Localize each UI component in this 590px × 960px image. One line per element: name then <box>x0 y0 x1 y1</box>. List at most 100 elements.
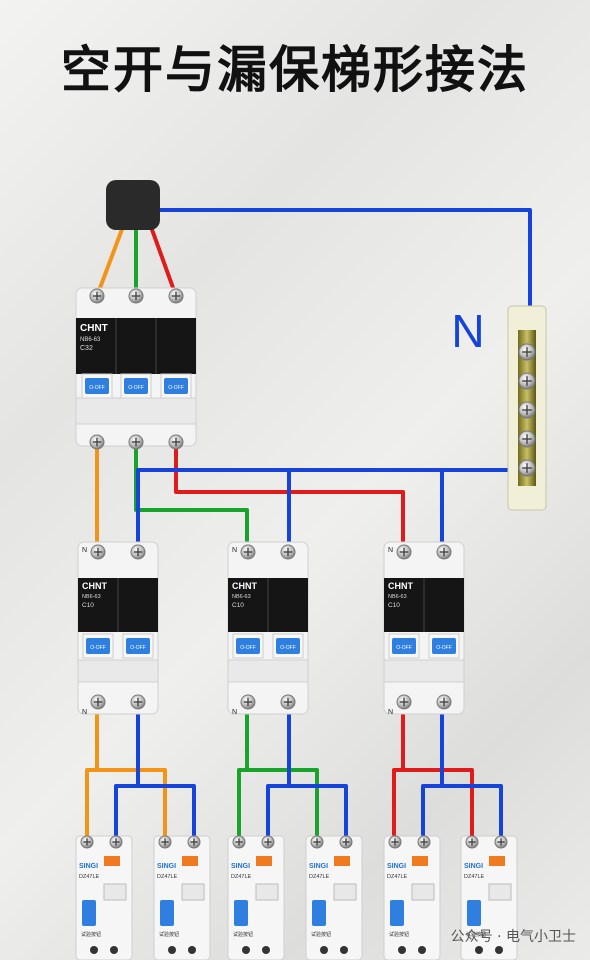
rcd-test-button-label: 试验按钮 <box>311 931 331 938</box>
red-feed-wire <box>148 223 178 297</box>
watermark-text: 公众号 · 电气小卫士 <box>450 929 576 945</box>
neutral-label: N <box>451 305 484 357</box>
rcd-model: DZ47LE <box>309 874 330 880</box>
terminal-icon <box>495 946 503 954</box>
rcd-toggle <box>82 900 96 926</box>
toggle-label: O-OFF <box>130 645 146 651</box>
page-title: 空开与漏保梯形接法 <box>61 41 529 99</box>
rcd-toggle <box>390 900 404 926</box>
terminal-screw-icon <box>388 835 402 849</box>
rcd-toggle <box>234 900 248 926</box>
main-breaker-model: NB6-63 <box>80 337 101 343</box>
rcd-test-button-label: 试验按钮 <box>389 931 409 938</box>
neutral-busbar-icon <box>507 305 547 511</box>
rcd-model: DZ47LE <box>157 874 178 880</box>
rcd-brand: SINGI <box>387 863 406 870</box>
ladder-blue-3b <box>423 784 503 842</box>
terminal-n-label: N <box>232 547 237 554</box>
terminal-screw-icon <box>280 544 296 560</box>
terminal-screw-icon <box>89 434 105 450</box>
terminal-screw-icon <box>240 694 256 710</box>
terminal-screw-icon <box>90 544 106 560</box>
terminal-screw-icon <box>396 544 412 560</box>
rcd-toggle <box>467 900 481 926</box>
terminal-icon <box>90 946 98 954</box>
rcd-brand: SINGI <box>309 863 328 870</box>
toggle-switch <box>392 638 416 654</box>
ladder-orange-2 <box>87 768 167 842</box>
toggle-switch <box>432 638 456 654</box>
rcd-test-tab <box>412 856 428 866</box>
rcd-breaker[interactable]: SINGI DZ47LE 试验按钮 <box>75 835 133 960</box>
rcd-test-tab <box>334 856 350 866</box>
neutral-branch-wire <box>136 468 526 552</box>
rcd-diagram-icon <box>255 883 279 901</box>
terminal-n-label: N <box>82 547 87 554</box>
branch-model: NB6-63 <box>388 594 407 600</box>
junction-box-icon <box>106 180 160 230</box>
terminal-icon <box>188 946 196 954</box>
terminal-screw-icon <box>187 835 201 849</box>
terminal-screw-icon <box>232 835 246 849</box>
toggle-switch <box>164 378 188 394</box>
rcd-brand: SINGI <box>79 863 98 870</box>
terminal-screw-icon <box>130 544 146 560</box>
toggle-label: O-OFF <box>240 645 256 651</box>
branch-rating: C10 <box>232 602 244 609</box>
rcd-toggle <box>160 900 174 926</box>
branch-rating: C10 <box>82 602 94 609</box>
terminal-screw-icon <box>128 434 144 450</box>
terminal-screw-icon <box>130 694 146 710</box>
toggle-switch <box>126 638 150 654</box>
rcd-model: DZ47LE <box>79 874 100 880</box>
rcd-test-button-label: 试验按钮 <box>233 931 253 938</box>
terminal-icon <box>262 946 270 954</box>
toggle-switch <box>86 638 110 654</box>
terminal-screw-icon <box>89 288 105 304</box>
rcd-test-button-label: 试验按钮 <box>159 931 179 938</box>
terminal-screw-icon <box>518 459 536 477</box>
terminal-screw-icon <box>436 694 452 710</box>
terminal-screw-icon <box>436 544 452 560</box>
terminal-icon <box>242 946 250 954</box>
branch-brand: CHNT <box>82 581 107 591</box>
terminal-icon <box>110 946 118 954</box>
terminal-screw-icon <box>518 343 536 361</box>
toggle-switch <box>124 378 148 394</box>
terminal-screw-icon <box>90 694 106 710</box>
terminal-screw-icon <box>261 835 275 849</box>
terminal-screw-icon <box>518 372 536 390</box>
terminal-screw-icon <box>240 544 256 560</box>
terminal-screw-icon <box>396 694 412 710</box>
rcd-test-button-label: 试验按钮 <box>81 931 101 938</box>
main-breaker-rating: C32 <box>80 345 93 352</box>
rcd-breaker[interactable]: SINGI DZ47LE 试验按钮 <box>305 835 363 960</box>
branch-model: NB6-63 <box>82 594 101 600</box>
terminal-screw-icon <box>310 835 324 849</box>
ladder-blue-2b <box>268 784 348 842</box>
rcd-diagram-icon <box>411 883 435 901</box>
toggle-switch <box>276 638 300 654</box>
terminal-screw-icon <box>518 430 536 448</box>
rcd-diagram-icon <box>488 883 512 901</box>
ladder-red-2 <box>394 768 474 842</box>
rcd-brand: SINGI <box>231 863 250 870</box>
rcd-test-tab <box>489 856 505 866</box>
rcd-toggle <box>312 900 326 926</box>
terminal-screw-icon <box>465 835 479 849</box>
rcd-test-tab <box>104 856 120 866</box>
branch-model: NB6-63 <box>232 594 251 600</box>
terminal-screw-icon <box>128 288 144 304</box>
terminal-icon <box>418 946 426 954</box>
toggle-label: O-OFF <box>90 645 106 651</box>
ladder-green-2 <box>239 768 319 842</box>
